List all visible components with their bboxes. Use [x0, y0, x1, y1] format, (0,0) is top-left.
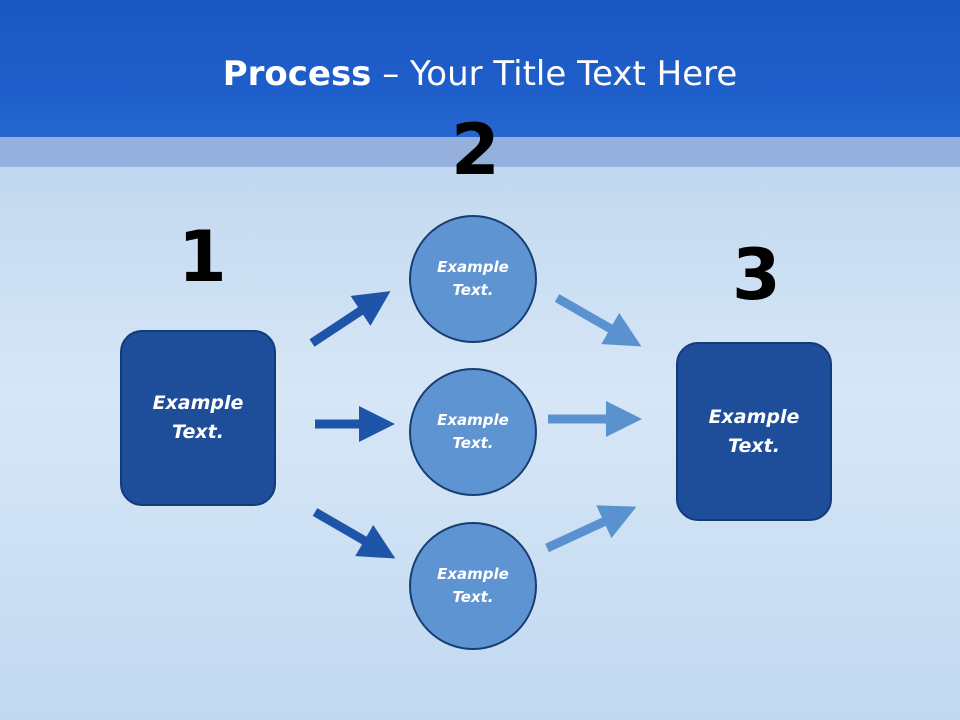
- step-number-1: 1: [178, 216, 227, 298]
- circle-top-text: Example Text.: [437, 258, 509, 299]
- slide-title: Process – Your Title Text Here: [0, 52, 960, 96]
- title-bold: Process: [222, 54, 372, 94]
- step-number-2: 2: [451, 109, 500, 191]
- process-box-right: Example Text.: [676, 342, 832, 521]
- arrow-bottom-to-right: [545, 505, 637, 553]
- title-bar-band: [0, 137, 960, 167]
- title-bar: [0, 0, 960, 137]
- arrow-left-to-bottom: [312, 508, 396, 559]
- arrow-top-to-right: [554, 294, 642, 347]
- process-circle-bottom: Example Text.: [409, 522, 537, 650]
- arrow-left-to-top: [309, 291, 391, 347]
- circle-bottom-text: Example Text.: [437, 565, 509, 606]
- title-rest: – Your Title Text Here: [371, 54, 738, 94]
- box-right-text: Example Text.: [708, 405, 800, 457]
- process-circle-top: Example Text.: [409, 215, 537, 343]
- process-box-left: Example Text.: [120, 330, 276, 506]
- process-circle-middle: Example Text.: [409, 368, 537, 496]
- step-number-3: 3: [732, 234, 781, 316]
- circle-middle-text: Example Text.: [437, 411, 509, 452]
- box-left-text: Example Text.: [152, 392, 244, 443]
